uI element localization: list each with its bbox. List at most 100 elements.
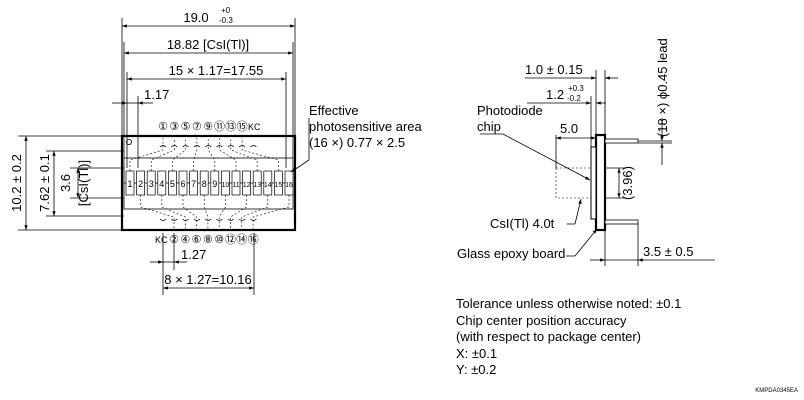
trace (193, 138, 198, 171)
trace (241, 195, 269, 229)
dim-inner: (3.96) (620, 166, 635, 200)
pad-mark (216, 145, 223, 148)
index-mark (126, 138, 133, 145)
top-pin-kc: KC (248, 122, 261, 132)
dim-scint-thk: 3.6 (58, 174, 73, 192)
dim-scint-height: 7.62 ± 0.1 (37, 154, 52, 212)
effective-area-label-2: photosensitive area (309, 119, 423, 134)
photodiode-chip (590, 146, 597, 220)
pad-mark (227, 145, 235, 148)
element-number: 1 (127, 179, 132, 189)
top-pin-number: ⑨ (203, 121, 213, 133)
trace (172, 138, 186, 171)
label-board: Glass epoxy board (457, 246, 565, 261)
bottom-pin-number: ④ (180, 234, 190, 246)
element-number: 2 (138, 179, 143, 189)
trace (150, 138, 175, 171)
element-number: 5 (170, 179, 175, 189)
label-photodiode-2: chip (477, 119, 501, 134)
note-chip-accuracy: Chip center position accuracy (456, 313, 627, 328)
element-number: 14 (264, 182, 272, 189)
element-number: 12 (243, 182, 251, 189)
dim-chip: 1.2 (546, 87, 564, 102)
pad-mark (216, 218, 223, 221)
pad-mark (250, 218, 257, 221)
element-number: 6 (180, 179, 185, 189)
bottom-pin-number: ⑯ (248, 233, 259, 246)
trace (207, 138, 216, 171)
dim-lead-diameter: (18 ×) ϕ0.45 lead (655, 38, 670, 137)
note-y: Y: ±0.2 (456, 362, 496, 377)
top-pin-number: ③ (169, 121, 179, 133)
element-number: 9 (212, 179, 217, 189)
side-view: (18 ×) ϕ0.45 lead 1.0 ± 0.15 1.2 +0.3 -0… (457, 38, 715, 266)
top-pin-number: ⑤ (181, 121, 191, 133)
trace (241, 138, 279, 171)
pad-mark (204, 145, 212, 148)
dim-chip-sup: +0.3 (568, 84, 584, 93)
dim-chip-position: 5.0 (560, 121, 578, 136)
element-number: 7 (191, 179, 196, 189)
pad-mark (250, 145, 257, 148)
trace (218, 195, 226, 229)
trace (230, 195, 247, 229)
bottom-pin-kc: KC (155, 235, 168, 245)
top-pin-number: ⑮ (237, 120, 248, 133)
dim-scint-width: 18.82 [CsI(Tl)] (167, 37, 249, 52)
lead-bottom (604, 219, 639, 225)
label-csi: CsI(Tl) 4.0t (490, 216, 555, 231)
label-photodiode-1: Photodiode (477, 103, 543, 118)
bottom-pin-number: ⑩ (214, 234, 224, 246)
pad-mark (159, 145, 167, 148)
pad-mark (238, 218, 246, 221)
pad-mark (204, 218, 212, 221)
bottom-pin-number: ⑭ (236, 233, 247, 246)
lead-top (604, 138, 639, 144)
element-number: 11 (232, 182, 239, 189)
csi-crystal (555, 167, 592, 199)
element-number: 8 (202, 179, 207, 189)
pad-mark (159, 218, 167, 221)
dim-pitch-total: 15 × 1.17=17.55 (169, 63, 264, 78)
dim-pitch: 1.17 (144, 87, 169, 102)
dim-total-width: 19.0 (183, 10, 208, 25)
trace (140, 195, 175, 229)
element-number: 4 (159, 179, 164, 189)
note-x: X: ±0.1 (456, 346, 497, 361)
note-tolerance: Tolerance unless otherwise noted: ±0.1 (456, 296, 681, 311)
dim-scint-thk-label: [CsI(Tl)] (76, 160, 91, 206)
dim-board-thickness: 1.0 ± 0.15 (525, 62, 583, 77)
element-number: 16 (285, 182, 293, 189)
wiring-traces (129, 138, 290, 229)
dim-height: 10.2 ± 0.2 (9, 154, 24, 212)
pad-mark (171, 218, 178, 221)
dim-lead-length: 3.5 ± 0.5 (643, 244, 694, 259)
drawing-code: KMPDA0345EA (755, 388, 798, 394)
bottom-pin-number: ⑫ (225, 233, 236, 246)
element-number: 10 (222, 182, 230, 189)
trace (129, 138, 164, 171)
top-pin-number: ⑪ (214, 120, 225, 133)
pad-mark (193, 145, 201, 148)
bottom-pin-number: ⑥ (192, 234, 202, 246)
top-pin-number: ① (158, 121, 168, 133)
trace (219, 138, 237, 171)
pad-mark (182, 218, 189, 221)
top-pin-number: ⑬ (225, 120, 236, 133)
top-pin-number: ⑦ (192, 121, 202, 133)
pad-mark (171, 145, 178, 148)
dim-lead-total: 8 × 1.27=10.16 (164, 272, 251, 287)
dim-chip-sub: -0.2 (567, 94, 581, 103)
element-number: 3 (149, 179, 154, 189)
element-number: 15 (275, 182, 283, 189)
trace (182, 195, 197, 229)
effective-area-label-3: (16 ×) 0.77 × 2.5 (309, 135, 405, 150)
effective-area-label-1: Effective (309, 103, 359, 118)
dim-total-width-sub: -0.3 (219, 16, 233, 25)
note-reference: (with respect to package center) (456, 329, 641, 344)
bottom-pin-number: ⑧ (203, 234, 213, 246)
pad-mark (238, 145, 246, 148)
